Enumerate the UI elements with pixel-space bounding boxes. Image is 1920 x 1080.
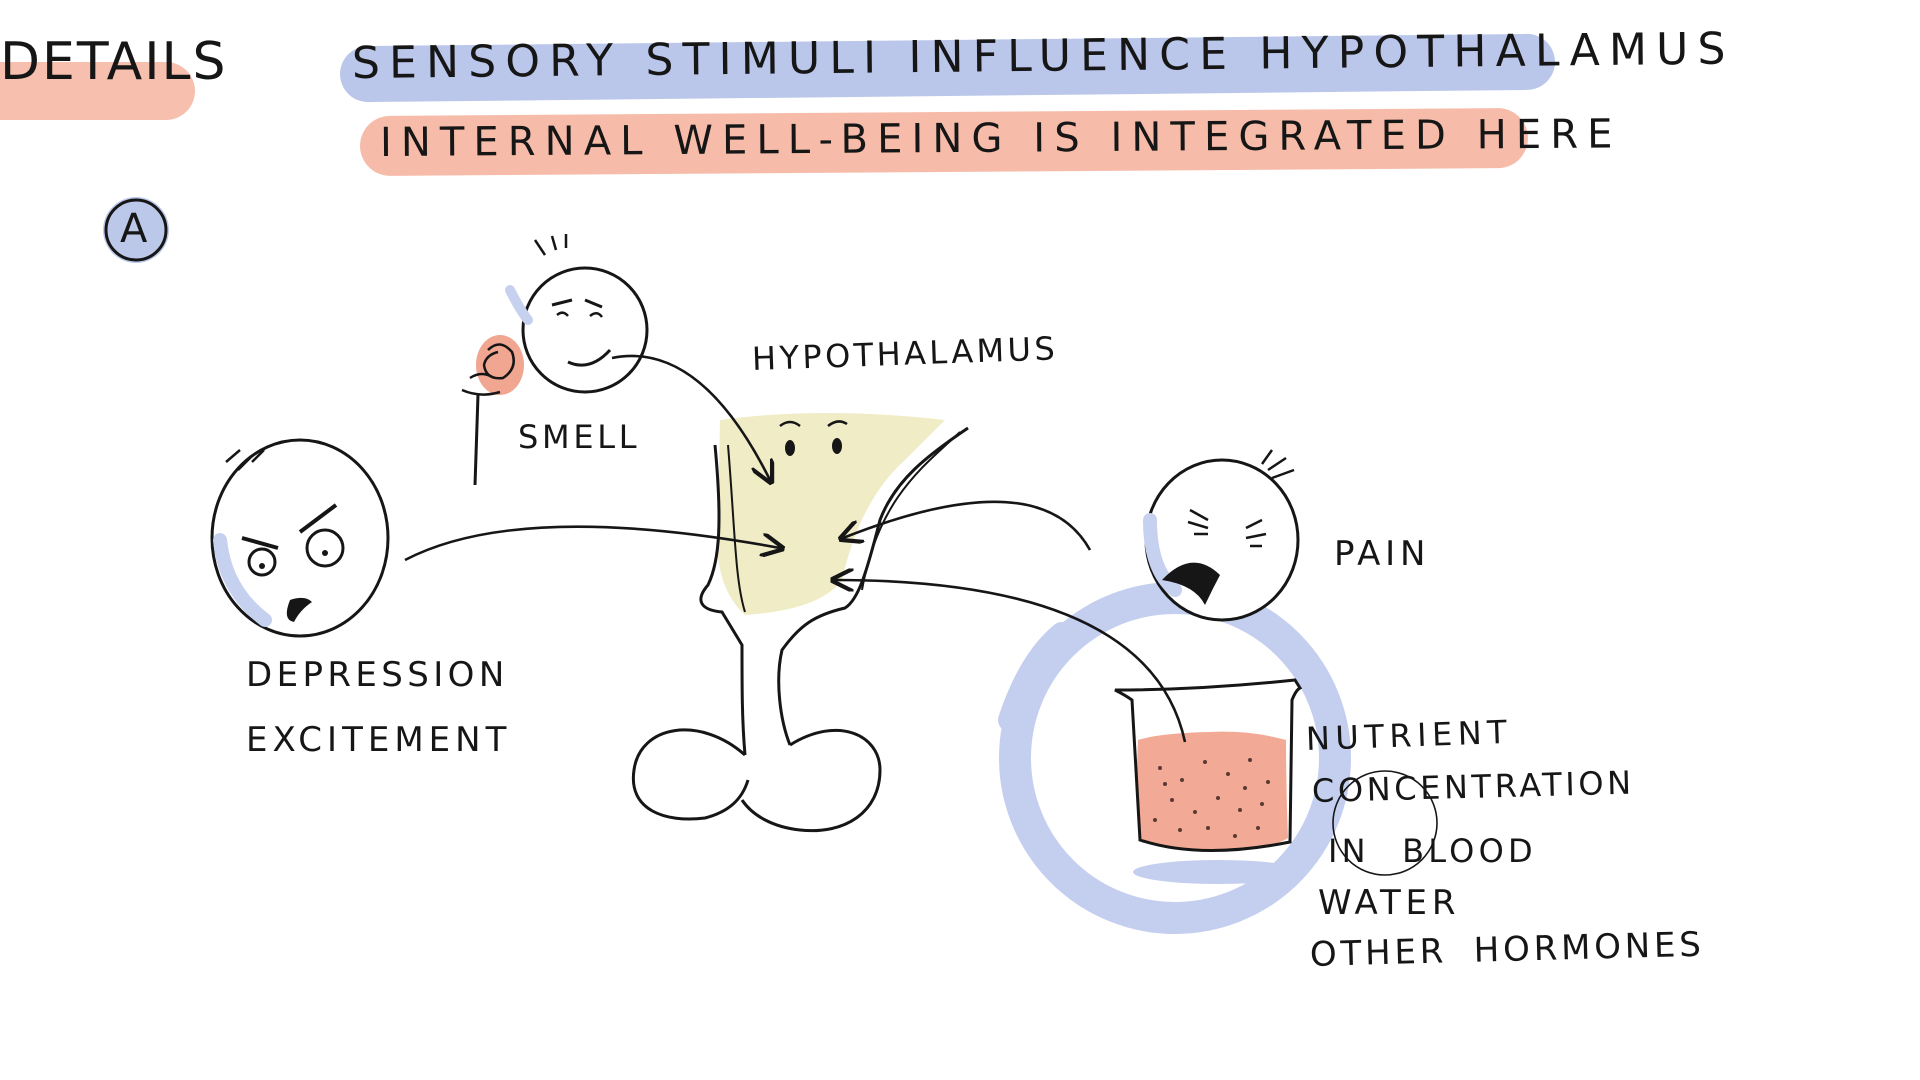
pain-label: PAIN [1334,534,1431,574]
arrow-blood [835,580,1187,743]
mood-face-icon [210,438,390,638]
marker-letter: A [120,206,148,252]
blood-beaker-icon [1114,678,1303,853]
step-marker-a [103,197,169,263]
smell-face-icon [461,234,649,486]
section-highlight [0,62,195,120]
excitement-label: EXCITEMENT [246,720,512,760]
smell-label: SMELL [518,418,641,456]
arrow-mood [404,525,780,562]
stimulus-arrows [404,354,1187,743]
depression-label: DEPRESSION [246,655,509,695]
pain-face-icon [1143,449,1300,622]
nutrient-label: NUTRIENT [1305,712,1513,758]
small-ring [1332,770,1438,876]
hypothalamus-shape [631,413,969,833]
section-label: DETAILS [0,32,228,92]
water-label: WATER [1318,883,1461,923]
arrow-pain [843,500,1092,551]
arrow-smell [611,354,770,480]
in-blood-label: IN BLOOD [1328,832,1537,870]
